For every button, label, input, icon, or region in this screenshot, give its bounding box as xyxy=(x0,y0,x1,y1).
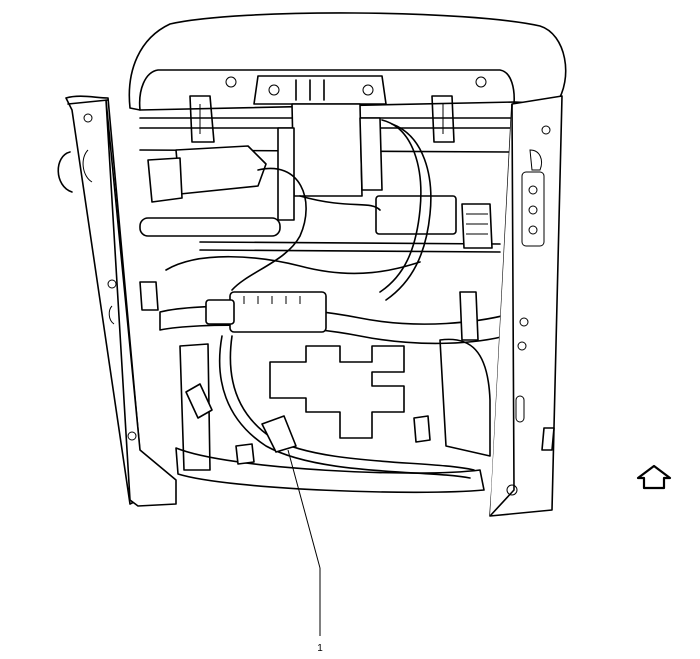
lower-connectors xyxy=(185,383,431,465)
right-side-frame xyxy=(489,95,563,517)
motor-rail-assembly xyxy=(139,281,513,345)
left-connector-block xyxy=(147,145,267,203)
top-bracket xyxy=(189,75,487,143)
callout-1-leader-line xyxy=(287,449,321,569)
lumbar-pad xyxy=(175,338,491,494)
left-side-frame xyxy=(57,95,177,507)
callout-1-label: 1 xyxy=(317,643,323,654)
control-module xyxy=(277,103,493,249)
seat-back-shell xyxy=(128,12,567,111)
front-arrow-icon xyxy=(636,464,672,490)
